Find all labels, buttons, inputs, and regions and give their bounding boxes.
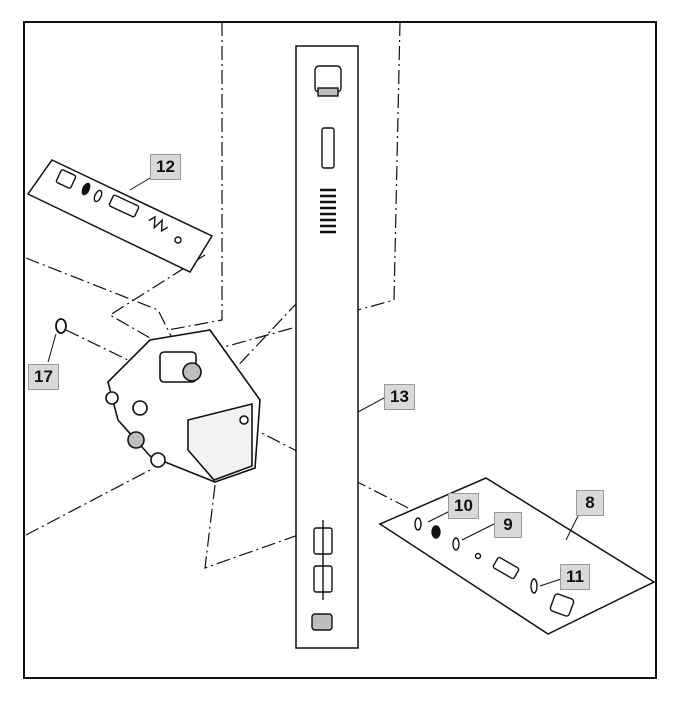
- ring-17: [55, 318, 67, 334]
- leader-cartridge-12: [108, 254, 206, 339]
- callout-12: 12: [150, 154, 181, 180]
- valve-port-b: [132, 400, 148, 416]
- valve-body: [105, 329, 261, 483]
- leader-bottom: [204, 484, 319, 569]
- kit-8-oring-a: [414, 517, 422, 531]
- kit-12-spool: [108, 194, 140, 218]
- valve-port-a: [182, 362, 202, 382]
- leader-top-left: [167, 22, 223, 331]
- kit-8-oring-c: [530, 578, 538, 594]
- callout-13: 13: [384, 384, 415, 410]
- kit-13-plug: [311, 613, 333, 631]
- leader-9: [461, 523, 495, 541]
- callout-8: 8: [576, 490, 604, 516]
- kit-12-oring-a: [81, 182, 91, 196]
- kit-8-oring-b: [452, 537, 460, 551]
- kit-plate-12: [26, 159, 214, 273]
- leader-top-right: [205, 21, 401, 353]
- leader-17: [65, 329, 129, 361]
- valve-port-f: [105, 391, 119, 405]
- kit-13-spring: [320, 188, 336, 234]
- valve-body-face: [187, 402, 253, 481]
- kit-8-spool: [492, 556, 520, 580]
- leader-left-upper: [25, 257, 179, 351]
- callout-17: 17: [28, 364, 59, 390]
- valve-port-c: [127, 431, 145, 449]
- callout-11: 11: [560, 564, 590, 590]
- kit-13-poppet: [321, 127, 335, 169]
- kit-12-plug: [55, 169, 77, 189]
- valve-port-d: [150, 452, 166, 468]
- kit-12-spring: [148, 215, 169, 233]
- kit-8-plug: [549, 593, 575, 617]
- callout-9: 9: [494, 512, 522, 538]
- leader-left-lower: [25, 469, 151, 536]
- kit-13-parts: [311, 65, 342, 631]
- kit-13-cap-base: [317, 87, 339, 97]
- leader-17-label: [47, 333, 57, 363]
- diagram-frame: [23, 21, 657, 679]
- leader-12: [129, 177, 151, 191]
- kit-8-parts: [414, 517, 575, 617]
- kit-12-parts: [55, 169, 182, 244]
- kit-8-ball: [474, 552, 482, 560]
- kit-8-washer: [431, 525, 441, 539]
- kit-12-oring-b: [93, 189, 103, 203]
- leader-13: [357, 397, 385, 413]
- kit-plate-8: [378, 477, 656, 635]
- leader-lines: [25, 21, 421, 569]
- callout-10: 10: [448, 493, 479, 519]
- kit-12-ball: [174, 236, 182, 244]
- valve-port-e: [239, 415, 249, 425]
